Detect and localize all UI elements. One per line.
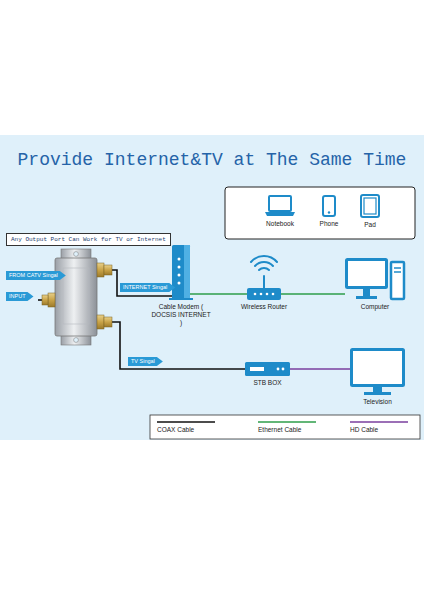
phone-symbol [322,195,336,217]
signal-arrow-label: TV Singal [128,357,163,366]
modem-symbol [172,245,190,300]
router-symbol [247,288,281,300]
legend-text: COAX Cable [157,426,194,433]
device-label: Pad [364,221,376,229]
television-icon: Television [350,348,405,395]
device-label: Wireless Router [241,303,287,311]
device-icon: Notebook [265,195,295,217]
computer-symbol [345,258,405,300]
legend-box [150,415,420,439]
device-icon: Pad [360,194,380,218]
panel-ground [0,135,424,440]
set-top-box-icon: STB BOX [245,362,290,376]
signal-arrow-label: INTERNET Singal [120,283,175,292]
tv-symbol [350,348,405,395]
device-group-box [225,187,415,239]
notebook-symbol [265,195,295,217]
device-label: Television [363,398,392,406]
device-label: Computer [361,303,390,311]
router-icon: Wireless Router [247,288,281,300]
legend-text: Ethernet Cable [258,426,301,433]
pad-symbol [360,194,380,218]
note-box: Any Output Port Can Work for TV or Inter… [6,233,171,246]
coax-cable [112,322,245,369]
device-label: STB BOX [253,379,281,387]
signal-arrow-label: FROM CATV Singal [6,271,66,280]
device-icon: Phone [322,195,336,217]
legend-text: HD Cable [350,426,378,433]
diagram-title: Provide Internet&TV at The Same Time [0,150,424,170]
device-label: Notebook [266,220,294,228]
box-text: Any Output Port Can Work for TV or Inter… [11,236,166,243]
splitter-illustration [42,249,112,345]
legend-line-sample [157,421,215,423]
stb-symbol [245,362,290,376]
legend-line-sample [350,421,408,423]
cable-connector [190,293,247,295]
device-label: Cable Modem ( DOCSIS INTERNET ) [150,303,212,326]
cable-connector [281,293,345,295]
computer-icon: Computer [345,258,405,300]
modem-icon: Cable Modem ( DOCSIS INTERNET ) [172,245,190,300]
cable-connector [290,368,350,370]
device-label: Phone [320,220,339,228]
legend-line-sample [258,421,316,423]
wifi-symbol [251,256,277,288]
